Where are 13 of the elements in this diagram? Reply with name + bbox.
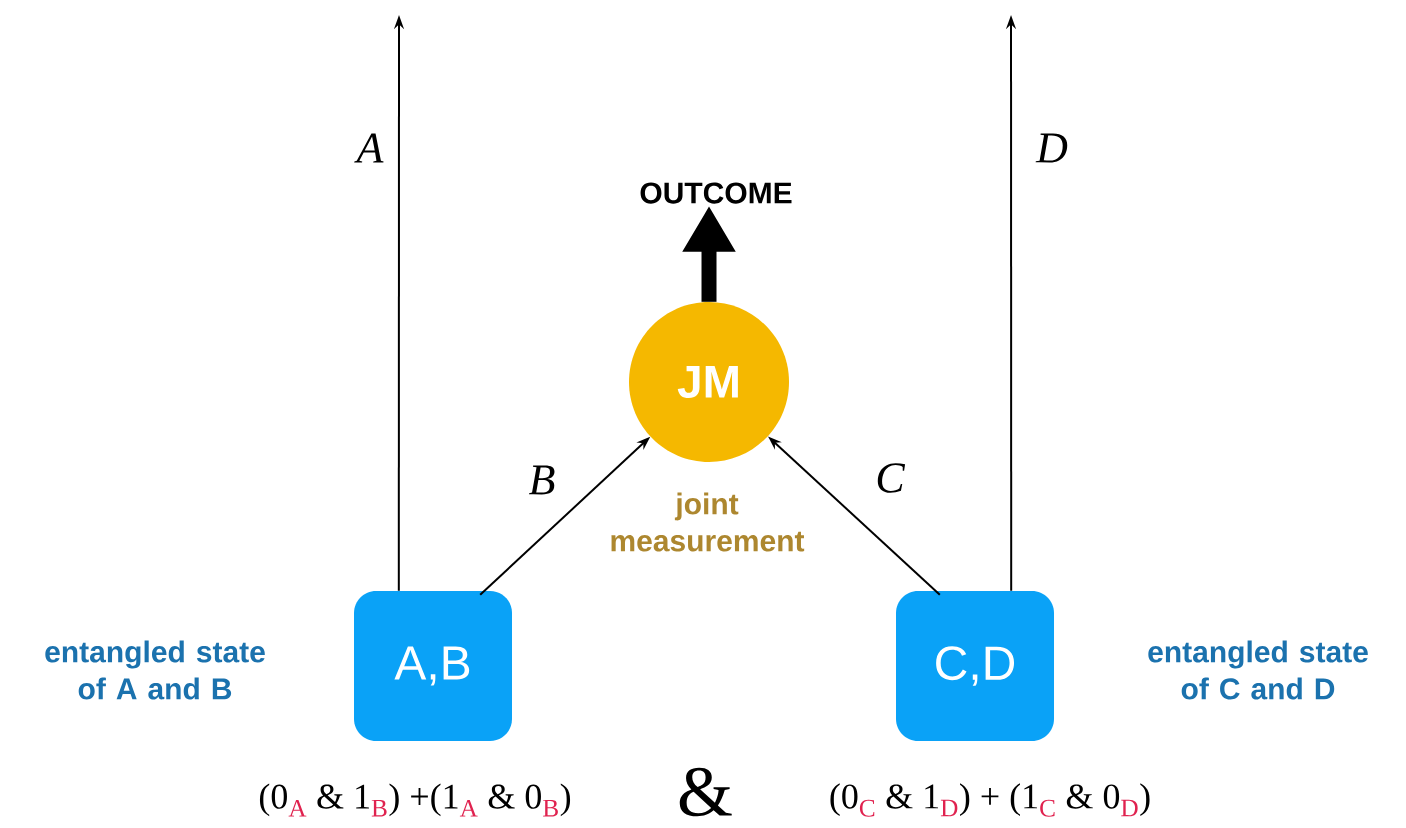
node-caption: entangled state of C and D bbox=[1148, 640, 1368, 700]
ampersand: & bbox=[679, 767, 732, 817]
edge-label: B bbox=[529, 465, 555, 495]
edge-label: D bbox=[1035, 133, 1068, 163]
outcome-label: OUTCOME bbox=[640, 182, 792, 204]
node-caption: joint measurement bbox=[611, 492, 805, 552]
edge-label: C bbox=[877, 463, 906, 493]
formula-text: (0$_{A}$ & 1$_{B}$) +(1$_{A}$ & 0$_{B}$) bbox=[259, 783, 571, 817]
node-caption: entangled state of A and B bbox=[45, 640, 265, 700]
state-box: A,B bbox=[354, 591, 512, 741]
formula-text: (0$_{C}$ & 1$_{D}$) + (1$_{C}$ & 0$_{D}$) bbox=[830, 783, 1150, 817]
edge-label: A bbox=[354, 133, 384, 163]
state-box: C,D bbox=[896, 591, 1054, 741]
